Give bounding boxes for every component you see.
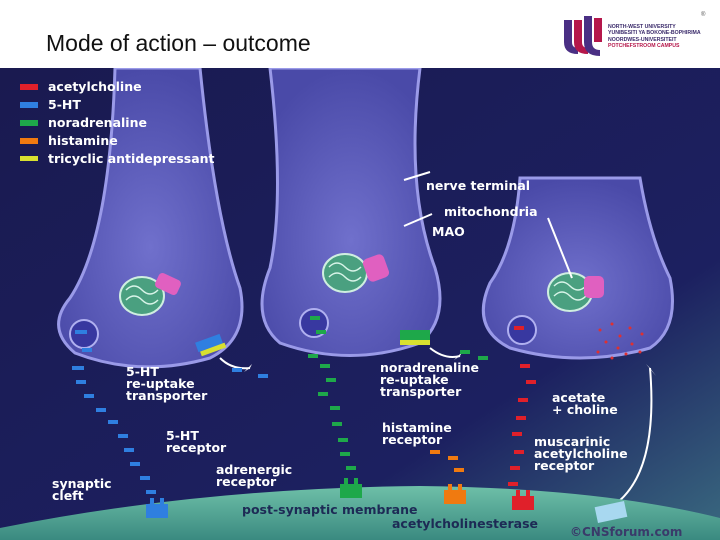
label-5ht-receptor-2: receptor: [166, 440, 227, 455]
label-post-synaptic-membrane: post-synaptic membrane: [242, 502, 417, 517]
legend-swatch-acetylcholine: [20, 84, 38, 90]
legend-swatch-tricyclic: [20, 156, 38, 161]
legend-label-acetylcholine: acetylcholine: [48, 79, 142, 94]
university-logo: NORTH-WEST UNIVERSITY YUNIBESITI YA BOKO…: [560, 12, 720, 64]
nwu-emblem-icon: [560, 12, 606, 58]
label-credit: ©CNSforum.com: [570, 525, 682, 539]
nerve-terminal-middle: [262, 68, 440, 356]
label-histamine-receptor-2: receptor: [382, 432, 443, 447]
legend-label-histamine: histamine: [48, 133, 118, 148]
label-acetate-choline-2: + choline: [552, 402, 618, 417]
logo-line-4: POTCHEFSTROOM CAMPUS: [608, 43, 701, 49]
label-na-transporter-3: transporter: [380, 384, 462, 399]
mao-right: [584, 276, 604, 298]
label-adrenergic-receptor-2: receptor: [216, 474, 277, 489]
legend-label-5ht: 5-HT: [48, 97, 81, 112]
mitochondria-middle: [323, 254, 367, 292]
legend-label-noradrenaline: noradrenaline: [48, 115, 147, 130]
label-5ht-transporter-3: transporter: [126, 388, 208, 403]
label-mao: MAO: [432, 224, 465, 239]
na-reuptake-transporter: [400, 330, 430, 345]
registered-mark: ®: [701, 12, 705, 18]
legend-label-tricyclic: tricyclic antidepressant: [48, 151, 215, 166]
logo-text: NORTH-WEST UNIVERSITY YUNIBESITI YA BOKO…: [608, 24, 701, 50]
logo-line-2: YUNIBESITI YA BOKONE-BOPHIRIMA: [608, 30, 701, 36]
label-synaptic-cleft-2: cleft: [52, 488, 84, 503]
legend-swatch-5ht: [20, 102, 38, 108]
slide-title: Mode of action – outcome: [46, 30, 311, 57]
legend-swatch-noradrenaline: [20, 120, 38, 126]
synapse-diagram: acetylcholine 5-HT noradrenaline histami…: [0, 68, 720, 540]
legend-swatch-histamine: [20, 138, 38, 144]
label-acetylcholinesterase: acetylcholinesterase: [392, 516, 538, 531]
label-muscarinic-3: receptor: [534, 458, 595, 473]
label-mitochondria: mitochondria: [444, 204, 538, 219]
label-nerve-terminal: nerve terminal: [426, 178, 530, 193]
